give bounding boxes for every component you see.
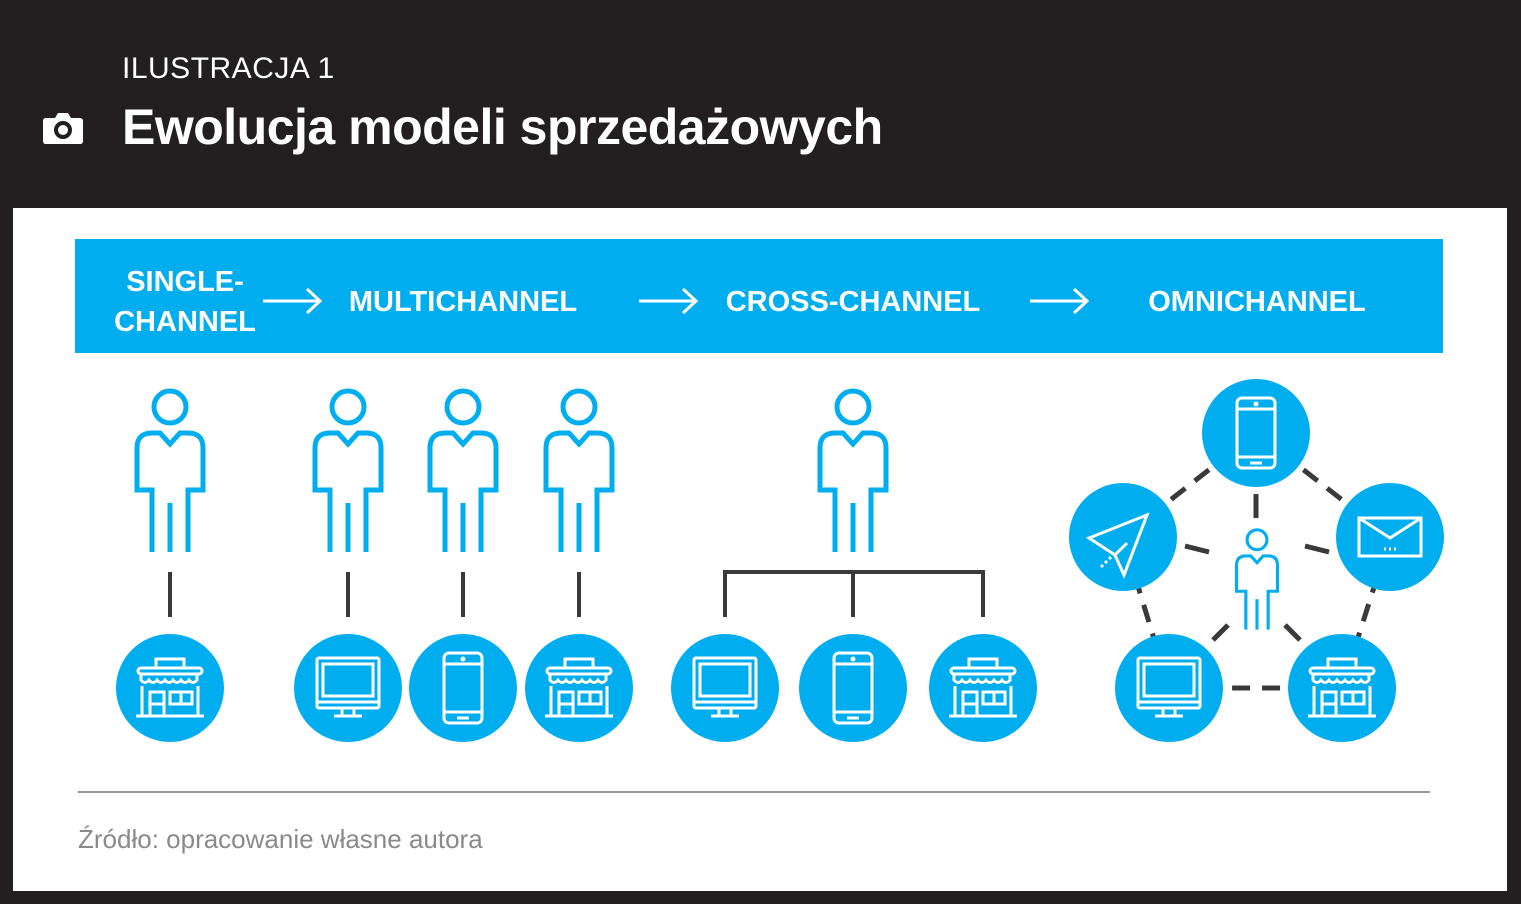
customer-person-icon [430,391,496,552]
stage-cross-channel: CROSS-CHANNEL [726,286,981,318]
customer-person-icon [137,391,203,552]
page-title: Ewolucja modeli sprzedażowych [122,99,883,155]
stage-omnichannel: OMNICHANNEL [1148,286,1366,318]
figure-label: ILUSTRACJA 1 [122,52,335,85]
arrow-right-icon [639,287,699,315]
arrow-right-icon [1030,287,1090,315]
stage-single-line1: SINGLE- [126,266,244,298]
connectors [168,429,1393,691]
customer-person-icon [546,391,612,552]
stage-single-line2: CHANNEL [114,306,256,338]
arrow-right-icon [263,287,323,315]
customer-person-icon [315,391,381,552]
stage-multichannel: MULTICHANNEL [349,286,577,318]
customer-person-icon [1234,528,1280,632]
customer-person-icon [820,391,886,552]
stages-banner [75,239,1443,353]
camera-icon [43,113,83,144]
source-note: Źródło: opracowanie własne autora [78,824,483,854]
